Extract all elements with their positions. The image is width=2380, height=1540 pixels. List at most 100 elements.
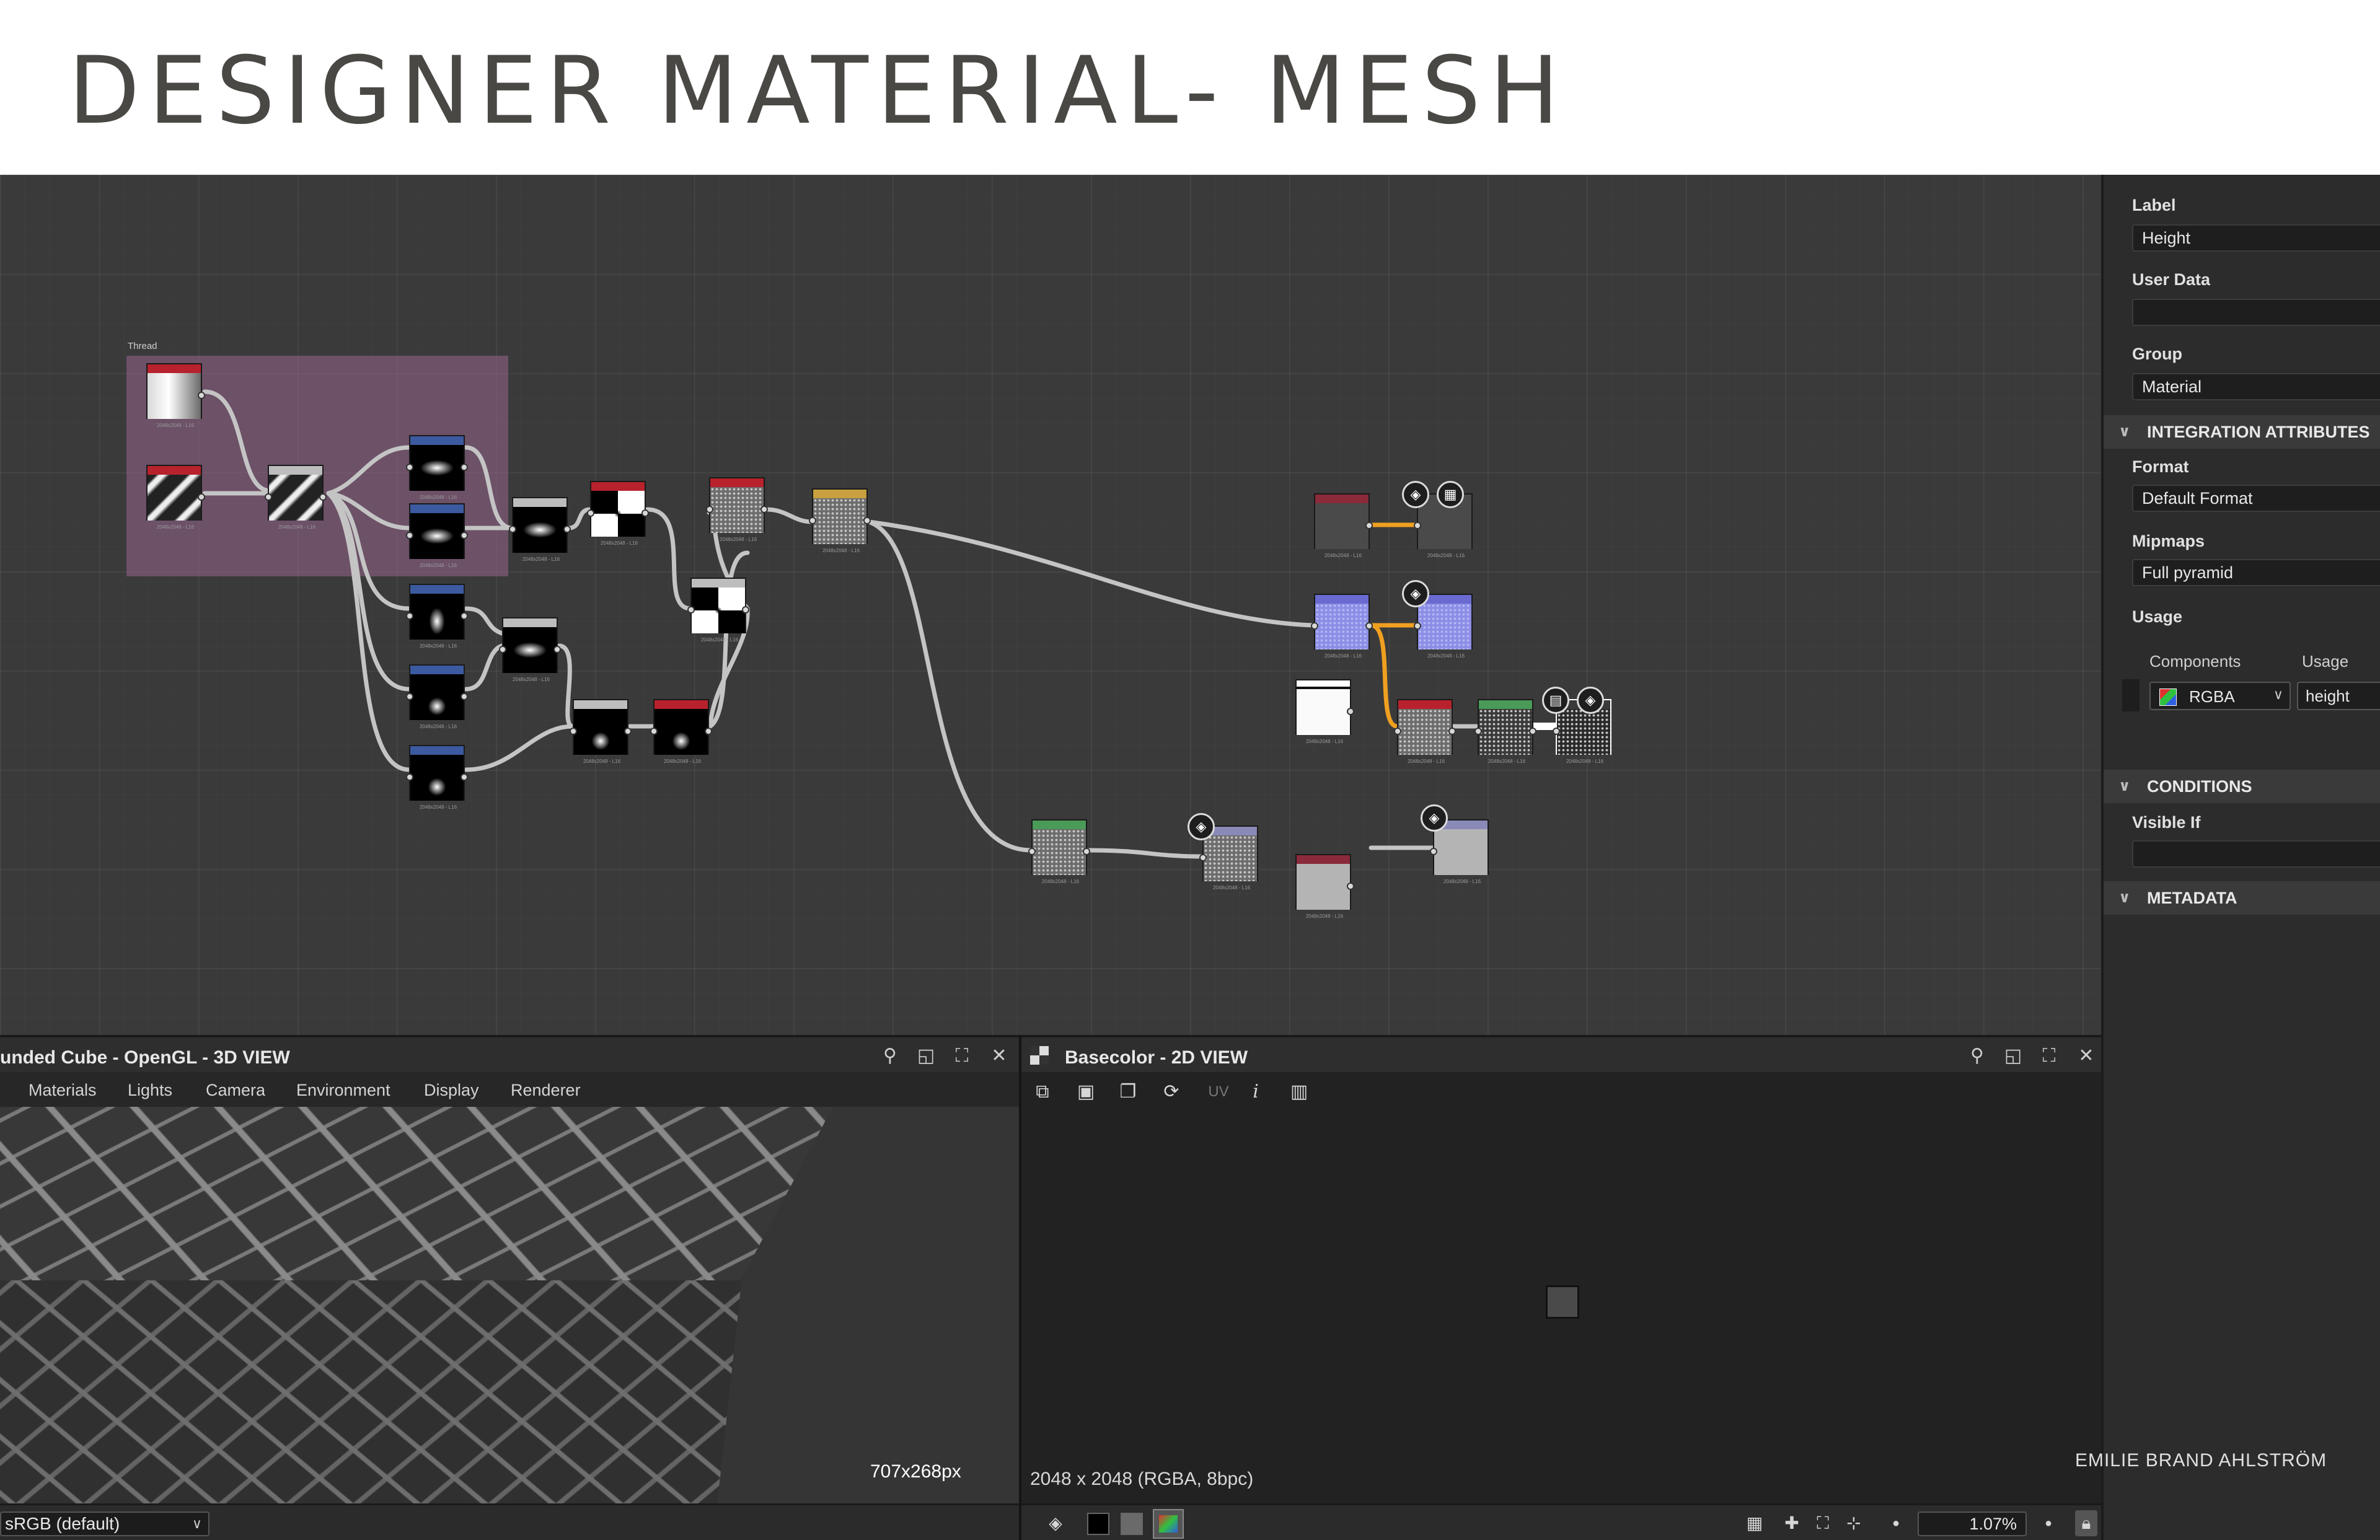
usage-field[interactable]: height xyxy=(2297,682,2380,710)
graph-node[interactable]: 2048x2048 - L16 xyxy=(1295,679,1354,744)
output-badge-icon: ◈ xyxy=(1421,804,1448,832)
graph-node[interactable]: 2048x2048 - L16 xyxy=(509,497,571,562)
layers-icon[interactable]: ◈ xyxy=(1049,1513,1062,1533)
graph-node[interactable]: 2048x2048 - L16 xyxy=(1311,594,1373,659)
components-select[interactable]: RGBA ∨ xyxy=(2149,682,2291,710)
close-icon[interactable]: ✕ xyxy=(991,1045,1007,1066)
graph-node[interactable]: 2048x2048 - L16 xyxy=(406,584,468,649)
maximize-icon[interactable]: ⛶ xyxy=(955,1045,969,1066)
menu-lights[interactable]: Lights xyxy=(128,1081,173,1099)
format-title: Format xyxy=(2132,457,2189,476)
graph-node[interactable]: 2048x2048 - L16 xyxy=(406,664,468,729)
output-node[interactable]: 2048x2048 - L16 xyxy=(1430,819,1489,884)
node-graph[interactable]: Thread xyxy=(0,175,2101,1035)
format-field[interactable]: Default Format xyxy=(2132,485,2380,512)
graph-node[interactable]: 2048x2048 - L16 xyxy=(809,488,871,553)
chevron-down-icon: ∨ xyxy=(192,1516,202,1531)
menu-environment[interactable]: Environment xyxy=(296,1081,390,1099)
output-node[interactable]: 2048x2048 - L16 xyxy=(1414,594,1473,659)
graph-node[interactable]: 2048x2048 - L16 xyxy=(1314,493,1373,558)
grid-icon[interactable]: ▦ xyxy=(1746,1513,1763,1533)
menu-camera[interactable]: Camera xyxy=(206,1081,266,1099)
graph-node[interactable]: 2048x2048 - L16 xyxy=(406,435,468,500)
wire xyxy=(326,491,412,772)
wire xyxy=(557,643,575,729)
colorspace-select[interactable]: sRGB (default) ∨ xyxy=(0,1511,209,1536)
wire xyxy=(464,445,514,530)
grey-bg-swatch[interactable] xyxy=(1121,1513,1143,1535)
usage-row-handle[interactable] xyxy=(2122,679,2140,711)
graph-node[interactable]: 2048x2048 - L16 xyxy=(687,578,749,643)
graph-node[interactable]: 2048x2048 - L16 xyxy=(265,465,327,530)
save-icon[interactable]: ▣ xyxy=(1077,1081,1095,1102)
close-icon[interactable]: ✕ xyxy=(2078,1045,2094,1066)
graph-node[interactable]: 2048x2048 - L16 xyxy=(406,503,468,568)
texture-preview[interactable] xyxy=(1546,1285,1579,1319)
graph-node[interactable]: 2048x2048 - L16 xyxy=(570,699,632,764)
2d-view-bottom-bar: ◈ ▦ ✚ ⛶ ⊹ ● 1.07% ● 🔒︎ xyxy=(1021,1503,2101,1540)
graph-node[interactable]: 2048x2048 - L16 xyxy=(146,465,205,530)
pin-icon[interactable]: ⚲ xyxy=(1970,1045,1984,1066)
group-field[interactable]: Material xyxy=(2132,373,2380,400)
graph-node[interactable]: 2048x2048 - L16 xyxy=(587,481,649,546)
dock-icon[interactable]: ◱ xyxy=(2004,1045,2022,1066)
copy-icon[interactable]: ❐ xyxy=(1119,1081,1137,1102)
menu-display[interactable]: Display xyxy=(424,1081,479,1099)
output-badge-icon: ◈ xyxy=(1402,580,1429,607)
graph-node[interactable]: 2048x2048 - L16 xyxy=(1295,854,1354,919)
graph-node[interactable]: 2048x2048 - L16 xyxy=(146,363,205,428)
uv-toggle[interactable]: UV xyxy=(1208,1083,1229,1100)
wire xyxy=(645,507,693,611)
zoom-out-icon[interactable]: ● xyxy=(1892,1516,1900,1530)
graph-node[interactable]: 2048x2048 - L16 xyxy=(1394,699,1456,764)
label-field[interactable]: Height xyxy=(2132,224,2380,252)
output-badge-icon: ◈ xyxy=(1188,813,1215,840)
graph-node[interactable]: 2048x2048 - L16 xyxy=(1474,699,1536,764)
wire xyxy=(464,606,505,636)
visible-if-field[interactable] xyxy=(2132,840,2380,868)
mesh-cube-side xyxy=(0,1262,744,1503)
metadata-section[interactable]: ∨ METADATA xyxy=(2104,881,2380,915)
label-title: Label xyxy=(2132,196,2176,214)
output-node[interactable]: 2048x2048 - L16 xyxy=(1199,825,1258,891)
copy-view-icon[interactable]: ⧉ xyxy=(1036,1081,1049,1102)
wire xyxy=(464,643,505,692)
wire xyxy=(326,445,412,496)
color-channel-button[interactable] xyxy=(1153,1509,1184,1539)
user-data-field[interactable] xyxy=(2132,299,2380,326)
zoom-in-icon[interactable]: ● xyxy=(2044,1516,2053,1530)
2d-view-title: Basecolor - 2D VIEW xyxy=(1065,1047,1248,1068)
output-node[interactable]: 2048x2048 - L16 xyxy=(1553,699,1611,764)
graph-node[interactable]: 2048x2048 - L16 xyxy=(406,745,468,810)
conditions-section[interactable]: ∨ CONDITIONS xyxy=(2104,770,2380,803)
info-icon[interactable]: i xyxy=(1253,1081,1259,1102)
2d-view-pane: Basecolor - 2D VIEW ⚲ ◱ ⛶ ✕ ⧉ ▣ ❐ ⟳ UV i… xyxy=(1019,1035,2101,1540)
maximize-icon[interactable]: ⛶ xyxy=(2042,1045,2056,1066)
3d-view-bottom-bar: sRGB (default) ∨ xyxy=(0,1503,1019,1540)
menu-renderer[interactable]: Renderer xyxy=(511,1081,581,1099)
pin-icon[interactable]: ⚲ xyxy=(883,1045,897,1066)
refresh-icon[interactable]: ⟳ xyxy=(1163,1081,1179,1102)
output-badge-icon: ◈ xyxy=(1577,687,1604,714)
page-title: DESIGNER MATERIAL- MESH xyxy=(68,37,1568,145)
graph-node[interactable]: 2048x2048 - L16 xyxy=(499,617,561,682)
lock-icon[interactable]: 🔒︎ xyxy=(2075,1510,2097,1536)
fit-icon[interactable]: ⛶ xyxy=(1817,1513,1829,1533)
graph-node[interactable]: 2048x2048 - L16 xyxy=(650,699,712,764)
pixel-tool-icon[interactable]: ✚ xyxy=(1784,1513,1799,1533)
center-icon[interactable]: ⊹ xyxy=(1846,1513,1861,1533)
menu-materials[interactable]: Materials xyxy=(29,1081,97,1099)
graph-node[interactable]: 2048x2048 - L16 xyxy=(706,477,768,542)
wire xyxy=(202,389,273,493)
zoom-field[interactable]: 1.07% xyxy=(1918,1511,2027,1536)
selected-wire xyxy=(1370,623,1398,729)
mipmaps-field[interactable]: Full pyramid xyxy=(2132,559,2380,586)
3d-viewport[interactable] xyxy=(0,1107,1019,1503)
integration-attributes-section[interactable]: ∨ INTEGRATION ATTRIBUTES xyxy=(2104,415,2380,449)
dock-icon[interactable]: ◱ xyxy=(917,1045,935,1066)
histogram-icon[interactable]: ▥ xyxy=(1290,1081,1308,1102)
black-bg-swatch[interactable] xyxy=(1087,1513,1109,1535)
graph-node[interactable]: 2048x2048 - L16 xyxy=(1028,819,1090,884)
wire xyxy=(1086,848,1205,859)
3d-view-menubar: Materials Lights Camera Environment Disp… xyxy=(0,1072,1019,1107)
